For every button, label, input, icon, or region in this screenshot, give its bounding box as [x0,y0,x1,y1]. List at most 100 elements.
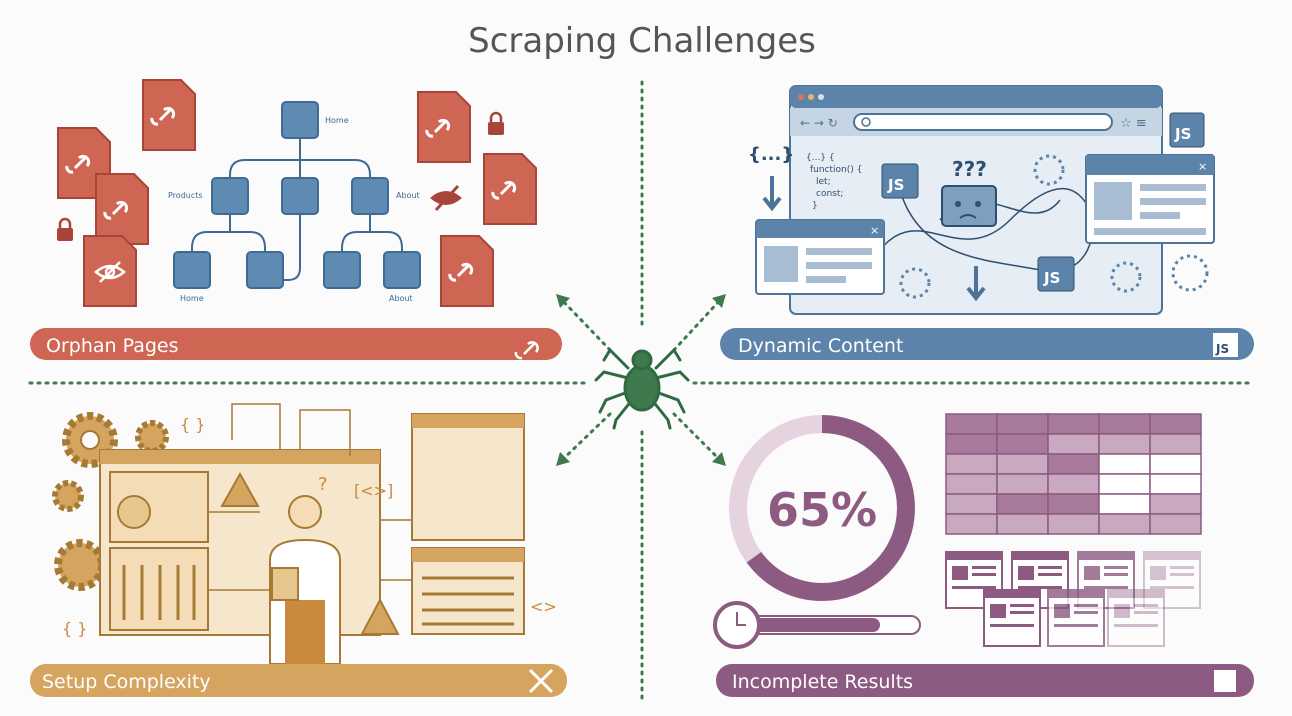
result-cards [945,551,1201,647]
puzzle-cell [996,493,1049,515]
puzzle-cell [1098,493,1151,515]
js-badges: JS JS JS [881,112,1205,292]
svg-text:const;: const; [816,189,843,199]
svg-text:JS: JS [1043,269,1060,287]
popup-window: × [755,219,885,295]
tree-label-home-leaf: Home [180,294,204,303]
puzzle-cell [1149,493,1202,515]
braces-text: {...} [748,144,794,165]
arrow-down-icon [966,266,986,302]
orphan-page-documents [57,79,537,307]
puzzle-cell [1047,493,1100,515]
page-title: Scraping Challenges [468,21,816,61]
svg-text:×: × [870,224,879,237]
tree-label-home: Home [325,116,349,125]
address-bar [853,113,1113,131]
hidden-eye-icon [430,184,462,212]
lock-icons [57,111,504,241]
puzzle-cell [1149,433,1202,455]
dynamic-content-illustration: ← → ↻ ☆ ≡ {...} { function() { let; cons… [748,85,1215,315]
svg-text:JS: JS [887,176,904,194]
settings-window [411,413,525,635]
setup-complexity-illustration: { } [<>] <> { } ? [52,403,557,665]
confused-person-icon [269,495,341,665]
braces-symbol-2: { } [62,619,87,638]
svg-text:???: ??? [952,157,987,181]
puzzle-cell [996,433,1049,455]
question-symbol: ? [318,474,328,495]
puzzle-cell [1047,413,1100,435]
puzzle-cell [1047,453,1100,475]
svg-text:function() {: function() { [810,165,862,175]
svg-text:×: × [1198,160,1207,173]
code-snippet: {...} { function() { let; const; } [806,153,862,211]
puzzle-cell [996,453,1049,475]
dividers [28,80,1256,702]
wrench-screwdriver-icon [528,668,554,694]
star-menu-icon: ☆ ≡ [1120,116,1147,131]
confused-robot-icon: ??? [941,157,997,227]
incomplete-results-label: Incomplete Results [732,671,913,693]
puzzle-grid [945,413,1202,535]
loading-spinner-icons [899,154,1209,299]
dynamic-content-banner[interactable]: Dynamic Content JS [720,328,1254,360]
orphan-pages-illustration: Home Products About Home About [57,79,537,307]
puzzle-cell [945,413,998,435]
warning-icons [220,471,400,635]
orphan-pages-label: Orphan Pages [46,335,179,357]
tree-label-about: About [396,191,420,200]
setup-complexity-label: Setup Complexity [42,671,211,693]
puzzle-cell [1149,413,1202,435]
dynamic-content-label: Dynamic Content [738,335,903,357]
incomplete-results-banner[interactable]: Incomplete Results [716,664,1254,697]
puzzle-cell [1047,473,1100,495]
incomplete-results-illustration: 65% [713,413,1202,649]
hidden-eye-icon [94,261,126,283]
puzzle-cell [1047,433,1100,455]
puzzle-cell [1098,413,1151,435]
tree-label-products: Products [168,191,203,200]
puzzle-cell [945,493,998,515]
broken-link-icons [65,106,517,282]
arrowheads [556,294,726,466]
svg-text:let;: let; [816,177,831,187]
puzzle-cell [1047,513,1100,535]
search-icon [861,117,871,127]
result-card [983,589,1041,647]
puzzle-cell [1149,473,1202,495]
svg-text:{...} {: {...} { [806,153,835,163]
arrow-down-icon [762,176,782,212]
puzzle-cell [1098,473,1151,495]
svg-text:}: } [812,201,818,211]
puzzle-cell [1098,453,1151,475]
puzzle-cell [996,513,1049,535]
connection-arrows [208,403,412,591]
progress-ring-fill [729,415,915,601]
popup-window: × [1085,154,1215,244]
puzzle-cell [945,473,998,495]
tree-label-about-leaf: About [389,294,413,303]
spider-icon [594,347,690,430]
tree-nodes [173,101,421,289]
result-card [1107,589,1165,647]
js-icon [1213,333,1238,357]
puzzle-cell [1098,433,1151,455]
puzzle-cell [996,473,1049,495]
code-symbol: [<>] [354,481,393,500]
puzzle-icon [1214,670,1236,692]
result-card [1047,589,1105,647]
timer-bar [713,601,921,649]
angle-symbol: <> [530,597,557,616]
setup-complexity-banner[interactable]: Setup Complexity [30,664,567,697]
nav-arrows-icon: ← → ↻ [800,116,838,130]
puzzle-cell [945,433,998,455]
orphan-pages-banner[interactable]: Orphan Pages [30,328,562,360]
puzzle-cell [1149,513,1202,535]
braces-symbol: { } [180,415,205,434]
puzzle-cell [1098,513,1151,535]
puzzle-cell [1149,453,1202,475]
svg-text:JS: JS [1215,342,1229,356]
puzzle-cell [996,413,1049,435]
puzzle-cell [945,513,998,535]
